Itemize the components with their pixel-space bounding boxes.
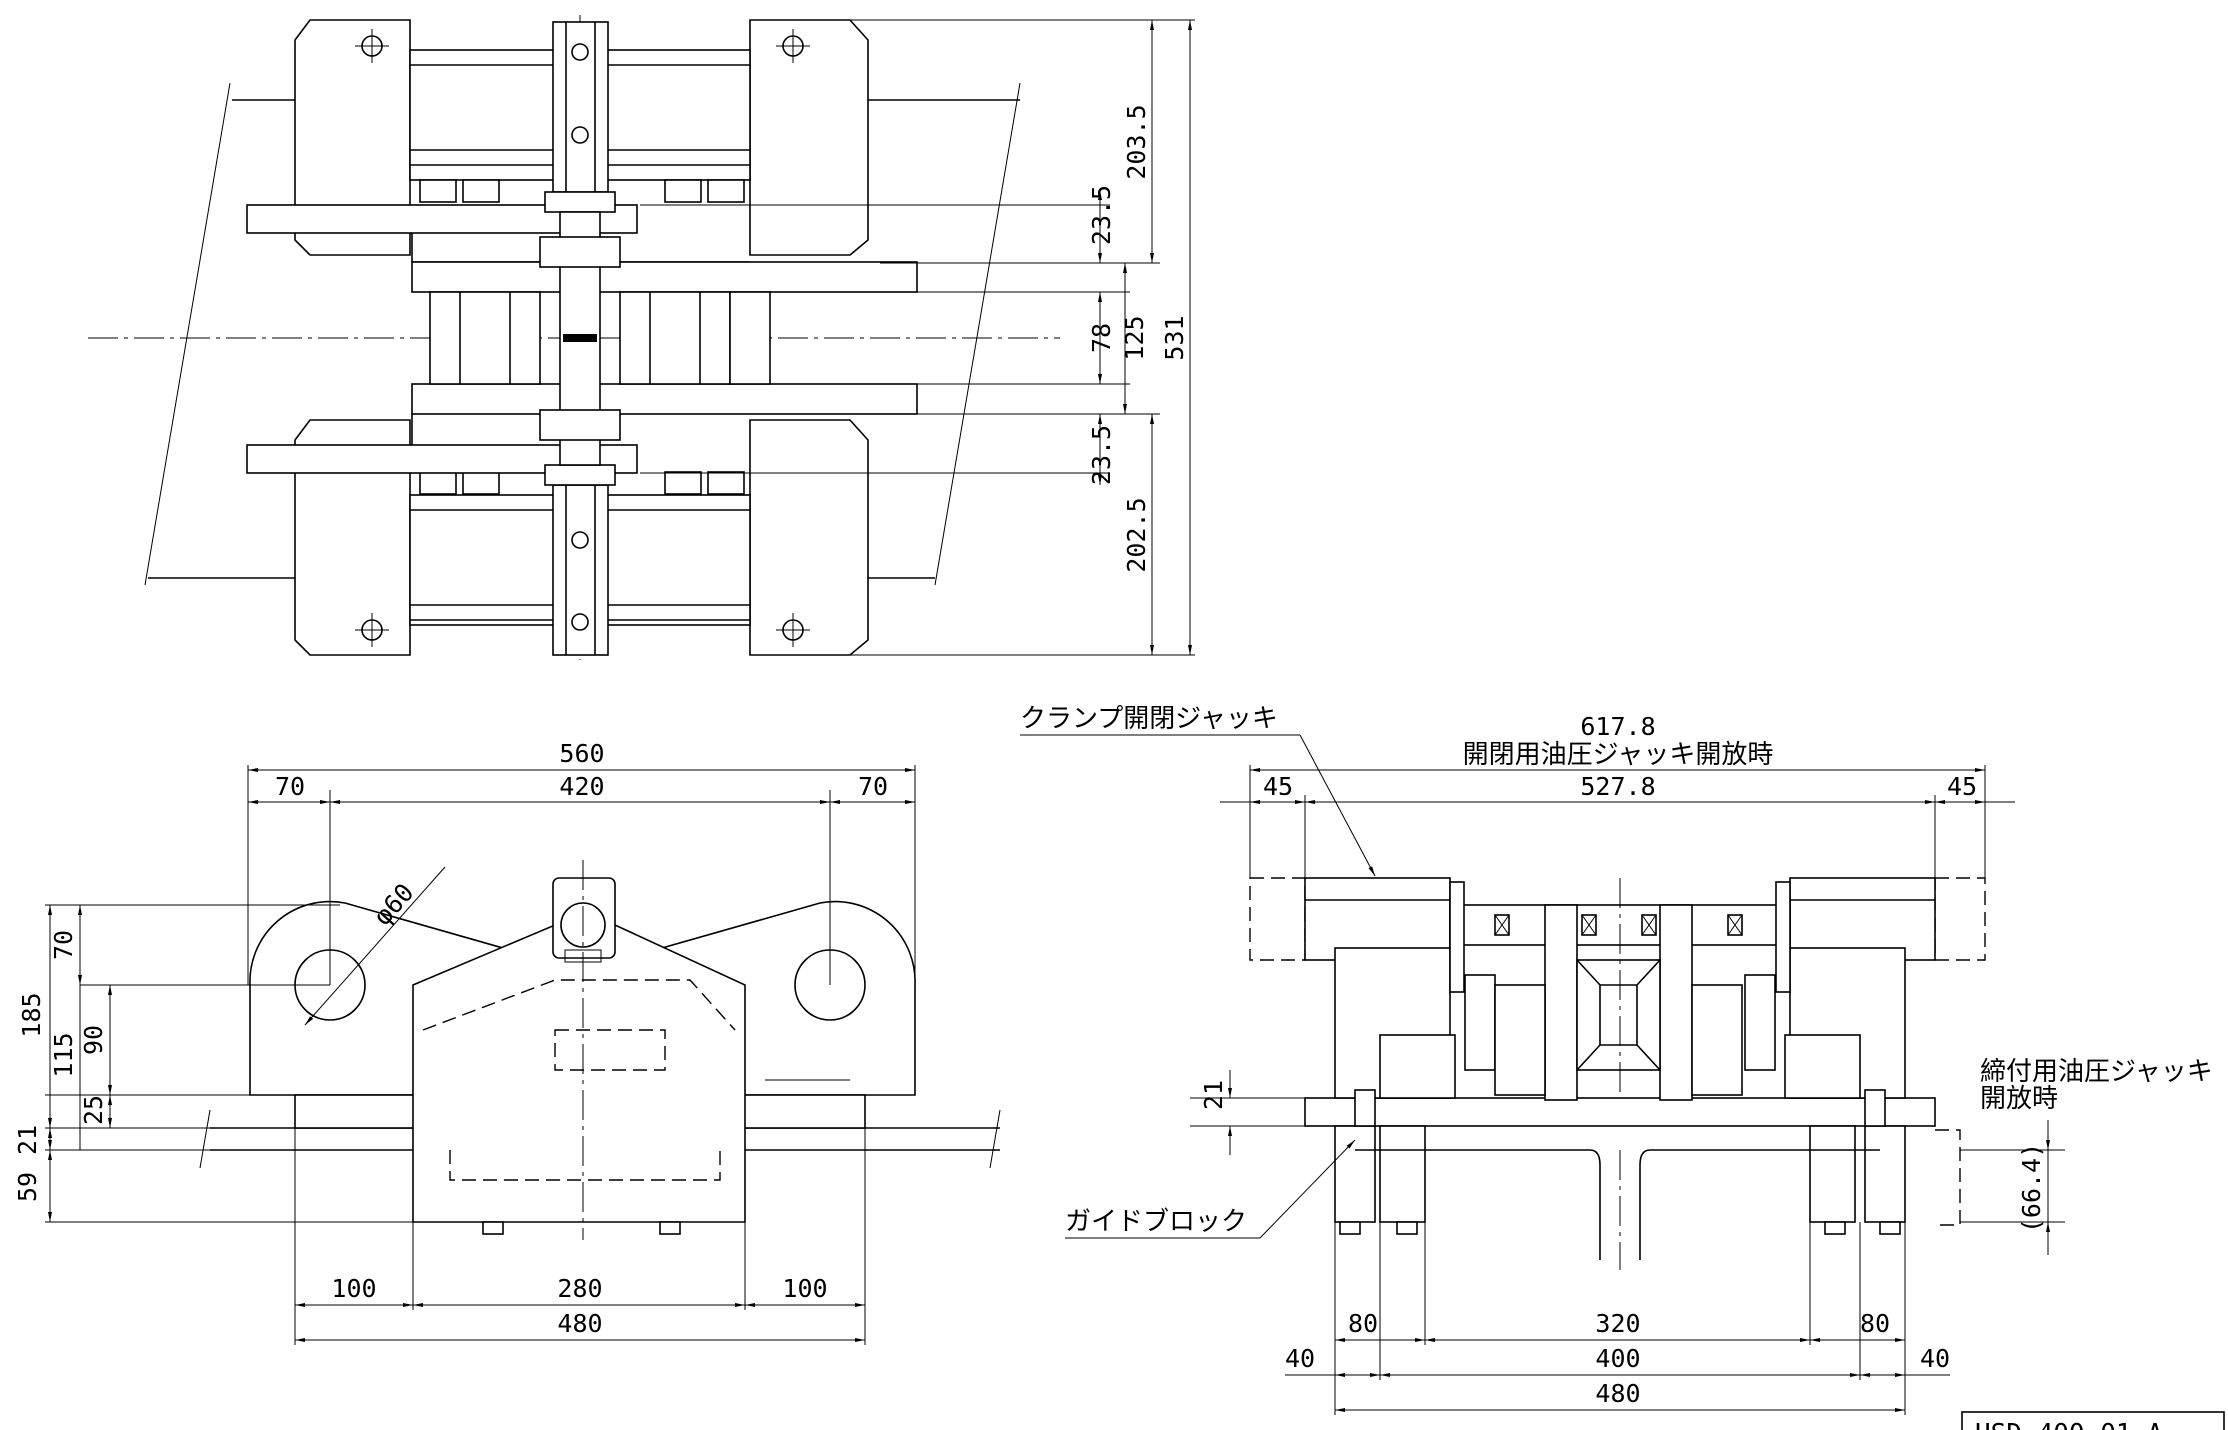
dim-45-left: 45 bbox=[1263, 772, 1293, 801]
dim-70-vert: 70 bbox=[49, 930, 78, 960]
dim-125: 125 bbox=[1120, 315, 1149, 360]
dim-70-right: 70 bbox=[858, 772, 888, 801]
dim-59: 59 bbox=[13, 1172, 42, 1202]
dim-480-side: 480 bbox=[1595, 1379, 1640, 1408]
dim-66-4: (66.4) bbox=[2017, 1143, 2046, 1233]
dim-203-5: 203.5 bbox=[1122, 104, 1151, 179]
dim-280: 280 bbox=[557, 1274, 602, 1303]
dim-202-5: 202.5 bbox=[1122, 497, 1151, 572]
dim-40-left: 40 bbox=[1285, 1344, 1315, 1373]
label-guide-block: ガイドブロック bbox=[1065, 1207, 1247, 1237]
side-view: 617.8 開閉用油圧ジャッキ開放時 45 527.8 45 クランプ開閉ジャッ… bbox=[1020, 704, 2213, 1415]
dim-21-front: 21 bbox=[13, 1125, 42, 1155]
dim-185: 185 bbox=[17, 992, 46, 1037]
dim-115: 115 bbox=[49, 1032, 78, 1077]
dim-78: 78 bbox=[1087, 323, 1116, 353]
dim-70-left: 70 bbox=[275, 772, 305, 801]
dim-527-8: 527.8 bbox=[1580, 772, 1655, 801]
dim-560: 560 bbox=[559, 739, 604, 768]
dim-25: 25 bbox=[79, 1095, 108, 1125]
drawing-code: HSD-400-01-A bbox=[1975, 1419, 2163, 1430]
dim-23-5-upper: 23.5 bbox=[1087, 185, 1116, 245]
dim-100-left: 100 bbox=[331, 1274, 376, 1303]
dim-320: 320 bbox=[1595, 1309, 1640, 1338]
dim-21-side: 21 bbox=[1199, 1080, 1228, 1110]
dim-80-left: 80 bbox=[1348, 1309, 1378, 1338]
label-tighten-open: 開放時 bbox=[1980, 1084, 2058, 1114]
dim-617-8: 617.8 bbox=[1580, 712, 1655, 741]
dim-100-right: 100 bbox=[782, 1274, 827, 1303]
dim-90: 90 bbox=[79, 1025, 108, 1055]
label-clamp-jack: クランプ開閉ジャッキ bbox=[1020, 704, 1278, 734]
front-view: 560 70 420 70 φ60 70 185 115 90 25 21 59 bbox=[13, 739, 1001, 1345]
label-open-close-jack: 開閉用油圧ジャッキ開放時 bbox=[1463, 740, 1774, 770]
title-block: HSD-400-01-A bbox=[1961, 1411, 2225, 1430]
top-view: 531 203.5 202.5 125 78 23.5 23.5 bbox=[88, 15, 1195, 660]
dim-420: 420 bbox=[559, 772, 604, 801]
label-tighten-jack: 締付用油圧ジャッキ bbox=[1980, 1057, 2213, 1087]
dim-400: 400 bbox=[1595, 1344, 1640, 1373]
dim-480-front: 480 bbox=[557, 1309, 602, 1338]
dim-45-right: 45 bbox=[1947, 772, 1977, 801]
dim-40-right: 40 bbox=[1920, 1344, 1950, 1373]
dim-80-right: 80 bbox=[1860, 1309, 1890, 1338]
dim-531: 531 bbox=[1160, 315, 1189, 360]
dim-23-5-lower: 23.5 bbox=[1087, 425, 1116, 485]
